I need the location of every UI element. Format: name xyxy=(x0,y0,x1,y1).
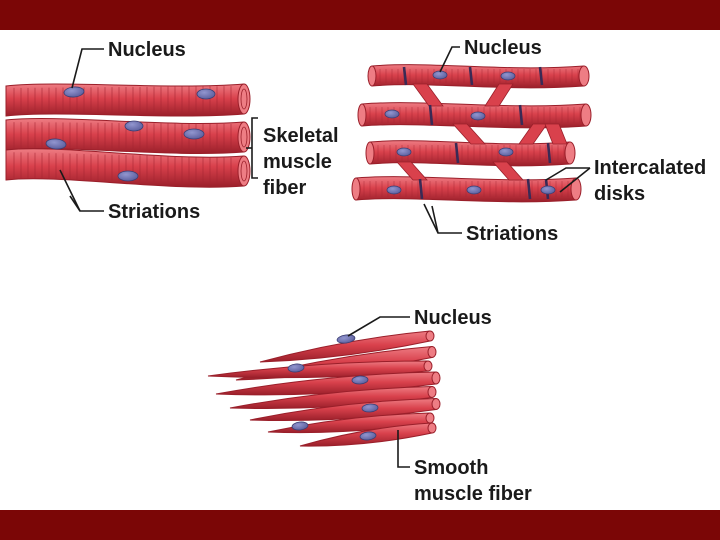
fiber-end-cap xyxy=(579,66,589,86)
fiber-end-cap xyxy=(238,84,250,114)
fiber-end-cap xyxy=(352,178,360,200)
fiber-end-cap xyxy=(432,399,440,410)
nucleus-icon xyxy=(471,112,485,120)
fiber-end-cap xyxy=(428,423,436,433)
skeletal-fiber-label-line2: muscle xyxy=(263,151,332,173)
nucleus-icon xyxy=(541,186,555,194)
nucleus-icon xyxy=(118,171,138,181)
cardiac-disks-label-line2: disks xyxy=(594,183,645,205)
cardiac-disks-label-line1: Intercalated xyxy=(594,157,706,179)
cardiac-muscle-illustration xyxy=(352,65,591,202)
leader-line xyxy=(424,204,462,233)
smooth-muscle-illustration xyxy=(208,331,440,446)
fiber-end-cap xyxy=(426,413,434,423)
nucleus-icon xyxy=(385,110,399,118)
fiber-end-cap xyxy=(238,156,250,186)
nucleus-icon xyxy=(499,148,513,156)
smooth-fiber-label-line1: Smooth xyxy=(414,457,488,479)
fiber-end-cap xyxy=(366,142,374,164)
leader-line xyxy=(432,206,438,233)
nucleus-icon xyxy=(125,121,143,131)
nucleus-icon xyxy=(397,148,411,156)
skeletal-nucleus-label: Nucleus xyxy=(108,39,186,61)
fiber-end-cap xyxy=(358,104,366,126)
nucleus-icon xyxy=(184,129,204,139)
skeletal-fiber-label-line1: Skeletal xyxy=(263,125,339,147)
fiber-end-cap xyxy=(428,387,436,398)
cardiac-striations-label: Striations xyxy=(466,223,558,245)
nucleus-icon xyxy=(387,186,401,194)
fiber-end-cap xyxy=(565,142,575,164)
skeletal-fiber-3 xyxy=(6,149,250,187)
skeletal-striations-label: Striations xyxy=(108,201,200,223)
skeletal-fiber-1 xyxy=(6,84,250,116)
nucleus-icon xyxy=(433,71,447,79)
leader-line xyxy=(72,49,104,88)
smooth-fiber-label-line2: muscle fiber xyxy=(414,483,532,505)
leader-line xyxy=(252,118,258,178)
skeletal-fiber-label-line3: fiber xyxy=(263,177,307,199)
cardiac-nucleus-label: Nucleus xyxy=(464,37,542,59)
leader-line xyxy=(70,196,80,211)
nucleus-icon xyxy=(501,72,515,80)
fiber-end-cap xyxy=(424,361,432,371)
fiber-end-cap xyxy=(426,331,434,341)
fiber-end-cap xyxy=(432,372,440,384)
skeletal-muscle-illustration xyxy=(6,84,250,187)
leader-line xyxy=(348,317,410,336)
cardiac-fiber-1 xyxy=(368,65,589,88)
fiber-end-cap xyxy=(428,347,436,358)
fiber-end-cap xyxy=(581,104,591,126)
smooth-nucleus-label: Nucleus xyxy=(414,307,492,329)
nucleus-icon xyxy=(197,89,215,99)
nucleus-icon xyxy=(467,186,481,194)
fiber-end-cap xyxy=(368,66,376,86)
